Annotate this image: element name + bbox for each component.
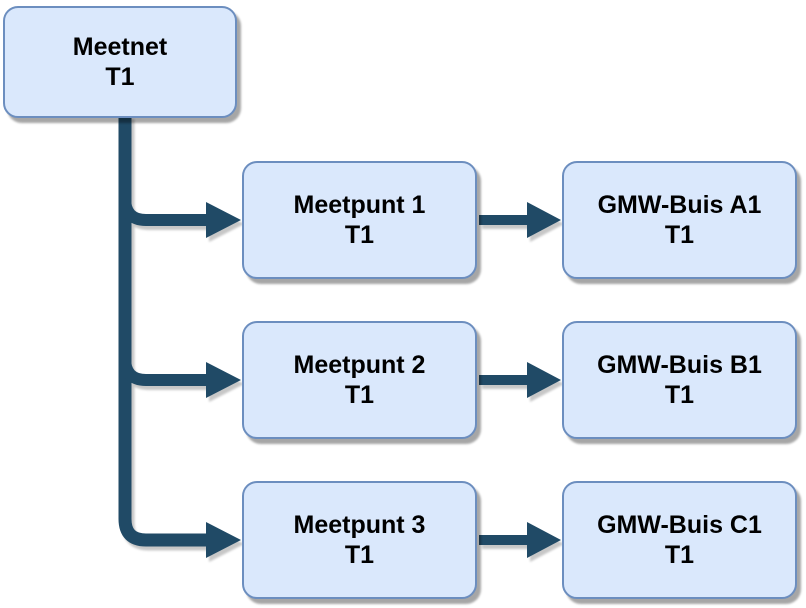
node-meetnet: Meetnet T1 xyxy=(3,6,237,118)
node-meetpunt-1: Meetpunt 1 T1 xyxy=(242,161,477,279)
arrowhead-gmwB1 xyxy=(527,362,561,398)
arrowhead-meetpunt1 xyxy=(206,202,241,238)
node-meetpunt-3: Meetpunt 3 T1 xyxy=(242,481,477,599)
arrowhead-meetpunt3 xyxy=(206,522,241,558)
node-title: GMW-Buis A1 xyxy=(597,191,762,219)
arrowhead-meetpunt2 xyxy=(206,362,241,398)
edge-meetnet-to-meetpunt3 xyxy=(118,115,208,547)
node-title: Meetpunt 2 xyxy=(293,351,426,379)
node-gmw-buis-a1: GMW-Buis A1 T1 xyxy=(562,161,797,279)
node-meetpunt-2: Meetpunt 2 T1 xyxy=(242,321,477,439)
edge-meetnet-to-meetpunt1 xyxy=(119,197,208,226)
node-title: Meetnet xyxy=(72,33,168,61)
node-title: GMW-Buis C1 xyxy=(597,511,762,539)
edge-meetnet-to-meetpunt2 xyxy=(119,357,208,386)
node-title: GMW-Buis B1 xyxy=(597,351,762,379)
node-subtitle: T1 xyxy=(344,221,375,249)
node-subtitle: T1 xyxy=(344,541,375,569)
node-title: Meetpunt 3 xyxy=(293,511,426,539)
arrowhead-gmwC1 xyxy=(527,522,561,558)
node-subtitle: T1 xyxy=(664,221,695,249)
node-subtitle: T1 xyxy=(105,63,135,91)
node-subtitle: T1 xyxy=(664,381,695,409)
arrowhead-gmwA1 xyxy=(527,202,561,238)
node-title: Meetpunt 1 xyxy=(293,191,426,219)
node-subtitle: T1 xyxy=(344,381,375,409)
node-gmw-buis-b1: GMW-Buis B1 T1 xyxy=(562,321,797,439)
node-subtitle: T1 xyxy=(664,541,695,569)
node-gmw-buis-c1: GMW-Buis C1 T1 xyxy=(562,481,797,599)
